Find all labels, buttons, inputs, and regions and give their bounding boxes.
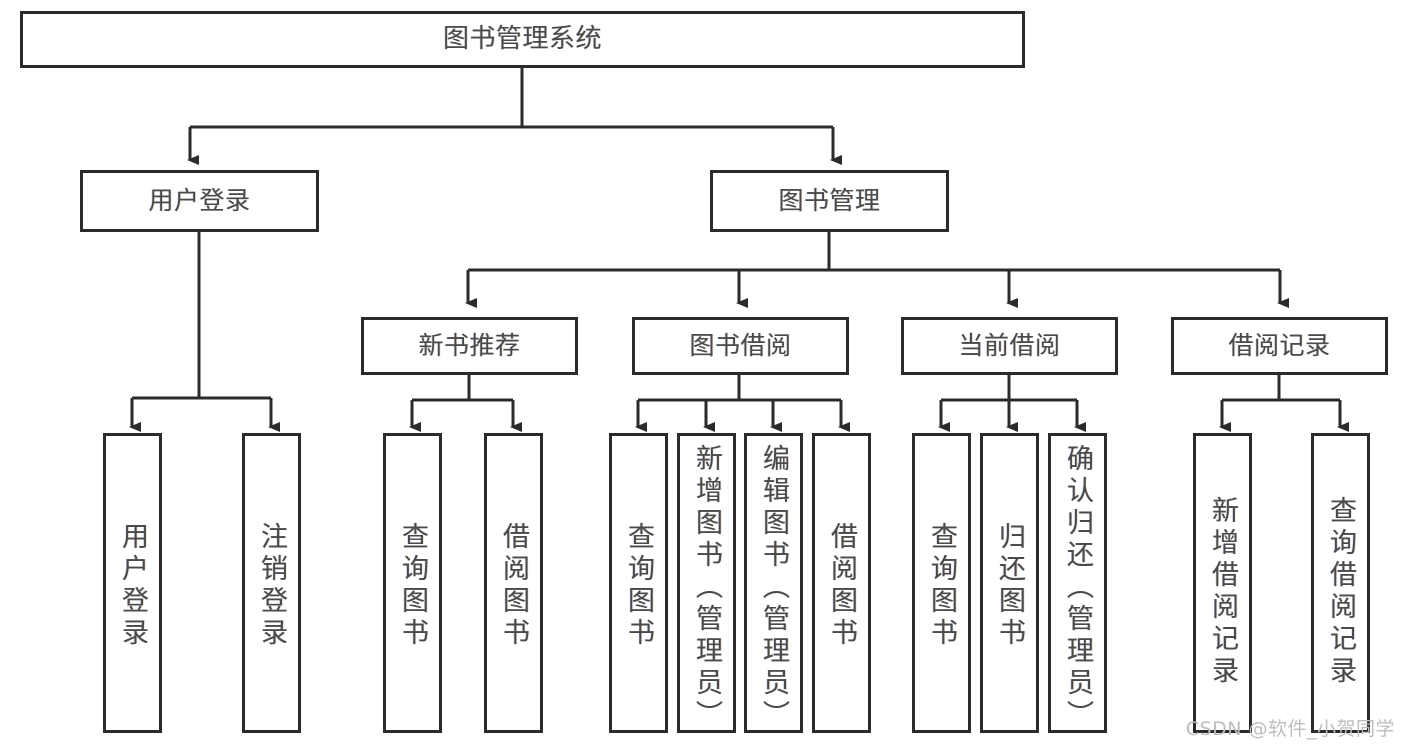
node-leaf-edit-book[interactable]: 编辑图书（管理员） [744, 433, 803, 733]
node-leaf-user-logout[interactable]: 注销登录 [242, 433, 301, 733]
node-current-borrow[interactable]: 当前借阅 [901, 317, 1118, 375]
node-leaf-user-login[interactable]: 用户登录 [103, 433, 162, 733]
node-leaf-borrow-book-1-label: 借阅图书 [498, 522, 529, 650]
node-leaf-query-book-1-label: 查询图书 [397, 522, 428, 650]
node-book-borrow-label: 图书借阅 [689, 331, 792, 361]
node-leaf-confirm-return-label: 确认归还（管理员） [1062, 444, 1093, 732]
node-leaf-query-book-3-label: 查询图书 [926, 522, 957, 650]
node-leaf-query-book-3[interactable]: 查询图书 [912, 433, 971, 733]
csdn-watermark: CSDN @软件_小贺同学 [1185, 718, 1395, 740]
node-leaf-query-book-2-label: 查询图书 [623, 522, 654, 650]
node-leaf-add-book[interactable]: 新增图书（管理员） [677, 433, 736, 733]
node-leaf-query-book-1[interactable]: 查询图书 [383, 433, 442, 733]
node-leaf-borrow-book-2[interactable]: 借阅图书 [812, 433, 871, 733]
node-leaf-query-record[interactable]: 查询借阅记录 [1311, 433, 1370, 733]
node-user-login-label: 用户登录 [148, 186, 251, 216]
node-leaf-user-logout-label: 注销登录 [256, 522, 287, 650]
node-borrow-record[interactable]: 借阅记录 [1171, 317, 1388, 375]
node-leaf-query-record-label: 查询借阅记录 [1325, 496, 1356, 688]
node-book-manage-label: 图书管理 [778, 186, 881, 216]
node-book-manage[interactable]: 图书管理 [710, 170, 949, 232]
node-root-label: 图书管理系统 [442, 24, 602, 55]
node-leaf-return-book[interactable]: 归还图书 [980, 433, 1039, 733]
node-new-book-rec[interactable]: 新书推荐 [361, 317, 578, 375]
node-new-book-rec-label: 新书推荐 [418, 331, 521, 361]
node-borrow-record-label: 借阅记录 [1228, 331, 1331, 361]
node-leaf-borrow-book-2-label: 借阅图书 [826, 522, 857, 650]
node-leaf-add-book-label: 新增图书（管理员） [691, 444, 722, 732]
node-leaf-borrow-book-1[interactable]: 借阅图书 [484, 433, 543, 733]
node-leaf-query-book-2[interactable]: 查询图书 [609, 433, 668, 733]
node-current-borrow-label: 当前借阅 [958, 331, 1061, 361]
node-leaf-user-login-label: 用户登录 [117, 522, 148, 650]
node-leaf-edit-book-label: 编辑图书（管理员） [758, 444, 789, 732]
node-leaf-confirm-return[interactable]: 确认归还（管理员） [1048, 433, 1107, 733]
node-leaf-return-book-label: 归还图书 [994, 522, 1025, 650]
node-leaf-add-record[interactable]: 新增借阅记录 [1193, 433, 1252, 733]
node-book-borrow[interactable]: 图书借阅 [632, 317, 849, 375]
node-user-login[interactable]: 用户登录 [80, 170, 319, 232]
node-root[interactable]: 图书管理系统 [20, 11, 1025, 68]
node-leaf-add-record-label: 新增借阅记录 [1207, 496, 1238, 688]
